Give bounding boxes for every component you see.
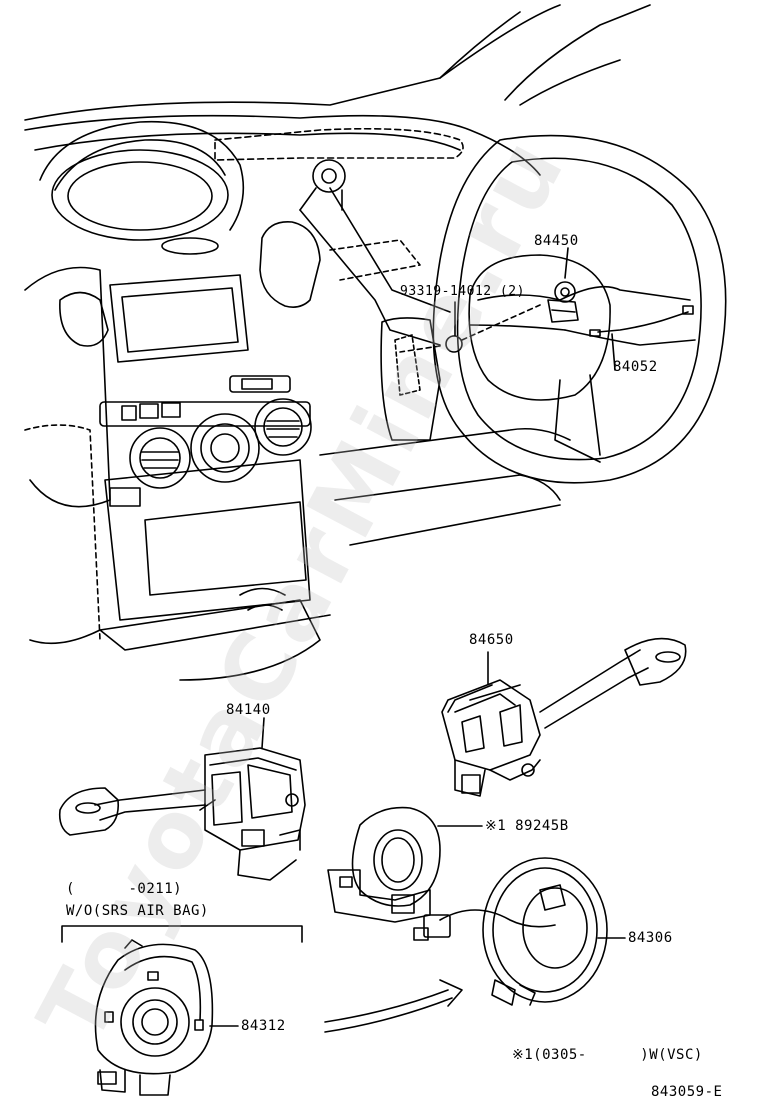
bolt-part [399, 301, 541, 353]
label-93319-14012: 93319-14012 (2) [400, 284, 525, 299]
label-84140: 84140 [226, 702, 271, 718]
clock-spring-part [94, 939, 239, 1096]
diagram-id: 843059-E [651, 1084, 723, 1100]
spiral-cable-part [413, 857, 626, 1006]
label-89245b: ※1 89245B [485, 818, 569, 834]
wiper-switch-part [441, 637, 687, 797]
steering-wheel [432, 134, 727, 484]
label-84450: 84450 [534, 233, 579, 249]
label-84052: 84052 [613, 359, 658, 375]
label-date-range: ( -0211) [66, 881, 183, 897]
horn-wire-part [589, 305, 694, 371]
condition-bracket [61, 925, 303, 943]
replacement-arrow [324, 979, 463, 1033]
light-switch-part [58, 717, 306, 881]
label-84650: 84650 [469, 632, 514, 648]
label-84306: 84306 [628, 930, 673, 946]
label-condition: W/O(SRS AIR BAG) [66, 903, 209, 919]
footnote: ※1(0305- )W(VSC) [512, 1047, 703, 1063]
steering-sensor-part [327, 806, 483, 923]
horn-contact-part [547, 247, 579, 323]
label-84312: 84312 [241, 1018, 286, 1034]
